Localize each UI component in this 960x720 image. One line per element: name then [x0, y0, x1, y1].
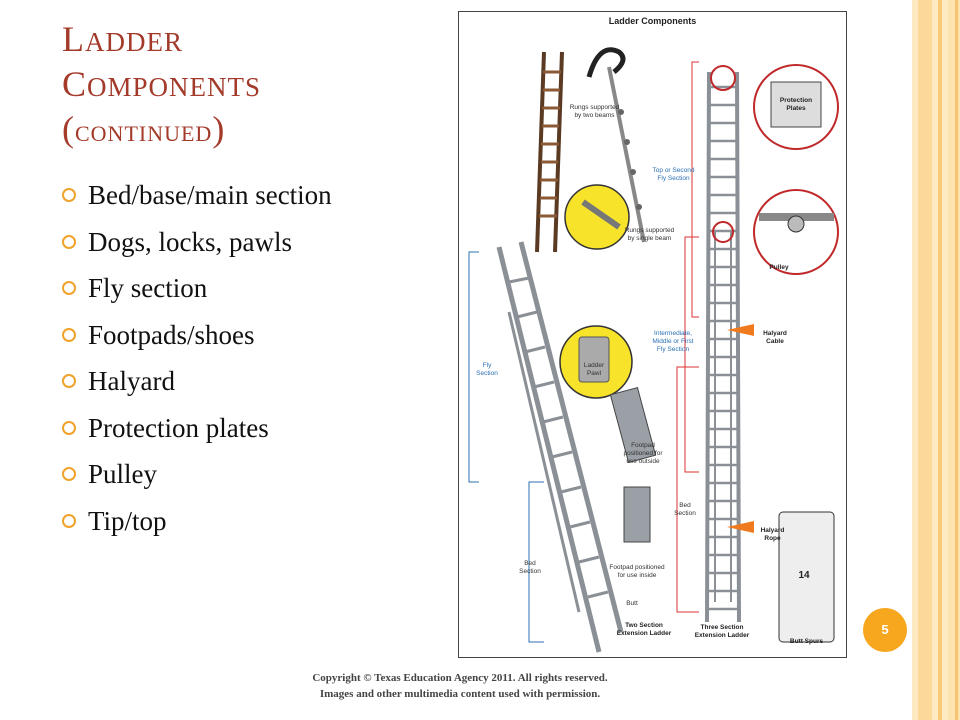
label-two-section-ladder: Two Section Extension Ladder: [616, 622, 672, 637]
page-number-badge: 5: [863, 608, 907, 652]
label-ladder-pawl: Ladder Pawl: [583, 362, 605, 377]
footpad-outside: [609, 386, 657, 464]
three-section-ladder: [705, 71, 741, 623]
ladder-illustration: [468, 47, 839, 653]
ladder-components-figure: Ladder Components: [458, 11, 847, 658]
label-halyard-cable: Halyard Cable: [763, 330, 787, 345]
bullet-text: Pulley: [88, 459, 158, 489]
figure-title: Ladder Components: [608, 16, 697, 26]
rungs-callout: [564, 184, 630, 250]
slide-title: LADDER COMPONENTS (CONTINUED): [62, 19, 262, 149]
label-bed-section-two: Bed Section: [519, 560, 541, 575]
bullet-text: Bed/base/main section: [88, 180, 332, 210]
label-fly-section: Fly Section: [476, 362, 498, 377]
bullet-ring-icon: [62, 188, 76, 202]
label-rungs-two-beams: Rungs supported by two beams: [569, 104, 620, 119]
decorative-border-stripe: [948, 0, 960, 720]
bullet-item: Fly section: [62, 265, 332, 312]
bullet-ring-icon: [62, 374, 76, 388]
bullet-item: Halyard: [62, 358, 332, 405]
bullet-text: Tip/top: [88, 505, 167, 536]
label-rung-number: 14: [798, 570, 810, 581]
bullet-text: Halyard: [88, 366, 175, 396]
bullet-text: Dogs, locks, pawls: [88, 226, 292, 257]
decorative-border-stripe: [918, 0, 932, 720]
label-pulley: Pulley: [769, 264, 789, 271]
bullet-item: Footpads/shoes: [62, 312, 332, 359]
label-protection-plates: Protection Plates: [779, 97, 813, 112]
label-three-section-ladder: Three Section Extension Ladder: [694, 624, 750, 639]
label-halyard-rope: Halyard Rope: [760, 527, 785, 542]
two-section-ladder: [496, 241, 624, 653]
roof-hook-ladder-icon: [586, 47, 646, 243]
footer-line: Copyright © Texas Education Agency 2011.…: [312, 672, 608, 684]
decorative-border-stripe: [955, 0, 958, 720]
bullet-item: Bed/base/main section: [62, 172, 332, 219]
label-top-fly-section: Top or Second Fly Section: [652, 167, 695, 182]
footpad-inside: [623, 486, 651, 543]
bullet-ring-icon: [62, 467, 76, 481]
label-butt-spurs: Butt Spurs: [789, 638, 824, 645]
label-bed-section-three: Bed Section: [674, 502, 696, 517]
bullet-item: Dogs, locks, pawls: [62, 219, 332, 266]
bullet-text: Footpads/shoes: [88, 319, 255, 350]
bullet-ring-icon: [62, 281, 76, 295]
label-butt: Butt: [626, 600, 638, 607]
bullet-text: Fly section: [88, 273, 208, 303]
bullet-item: Protection plates: [62, 405, 332, 452]
bullet-ring-icon: [62, 234, 76, 249]
bullet-text: Protection plates: [88, 412, 269, 443]
label-intermediate-fly: Intermediate, Middle or First Fly Sectio…: [652, 330, 694, 353]
bullet-ring-icon: [62, 327, 76, 342]
butt-spurs-photo: [778, 511, 835, 643]
label-rungs-single-beam: Rungs supported by single beam: [624, 227, 675, 242]
bullet-ring-icon: [62, 420, 76, 435]
label-footpad-inside: Footpad positioned for use inside: [609, 564, 665, 579]
copyright-footer: Copyright © Texas Education Agency 2011.…: [250, 670, 670, 702]
label-footpad-outside: Footpad positioned for use outside: [623, 442, 663, 465]
footer-line: Images and other multimedia content used…: [319, 688, 601, 700]
decorative-border-stripe: [938, 0, 942, 720]
bullet-ring-icon: [62, 513, 76, 528]
wood-ladder-icon: [535, 51, 564, 253]
bullet-list: Bed/base/main section Dogs, locks, pawls…: [62, 172, 332, 544]
bullet-item: Tip/top: [62, 498, 332, 545]
bullet-item: Pulley: [62, 451, 332, 498]
